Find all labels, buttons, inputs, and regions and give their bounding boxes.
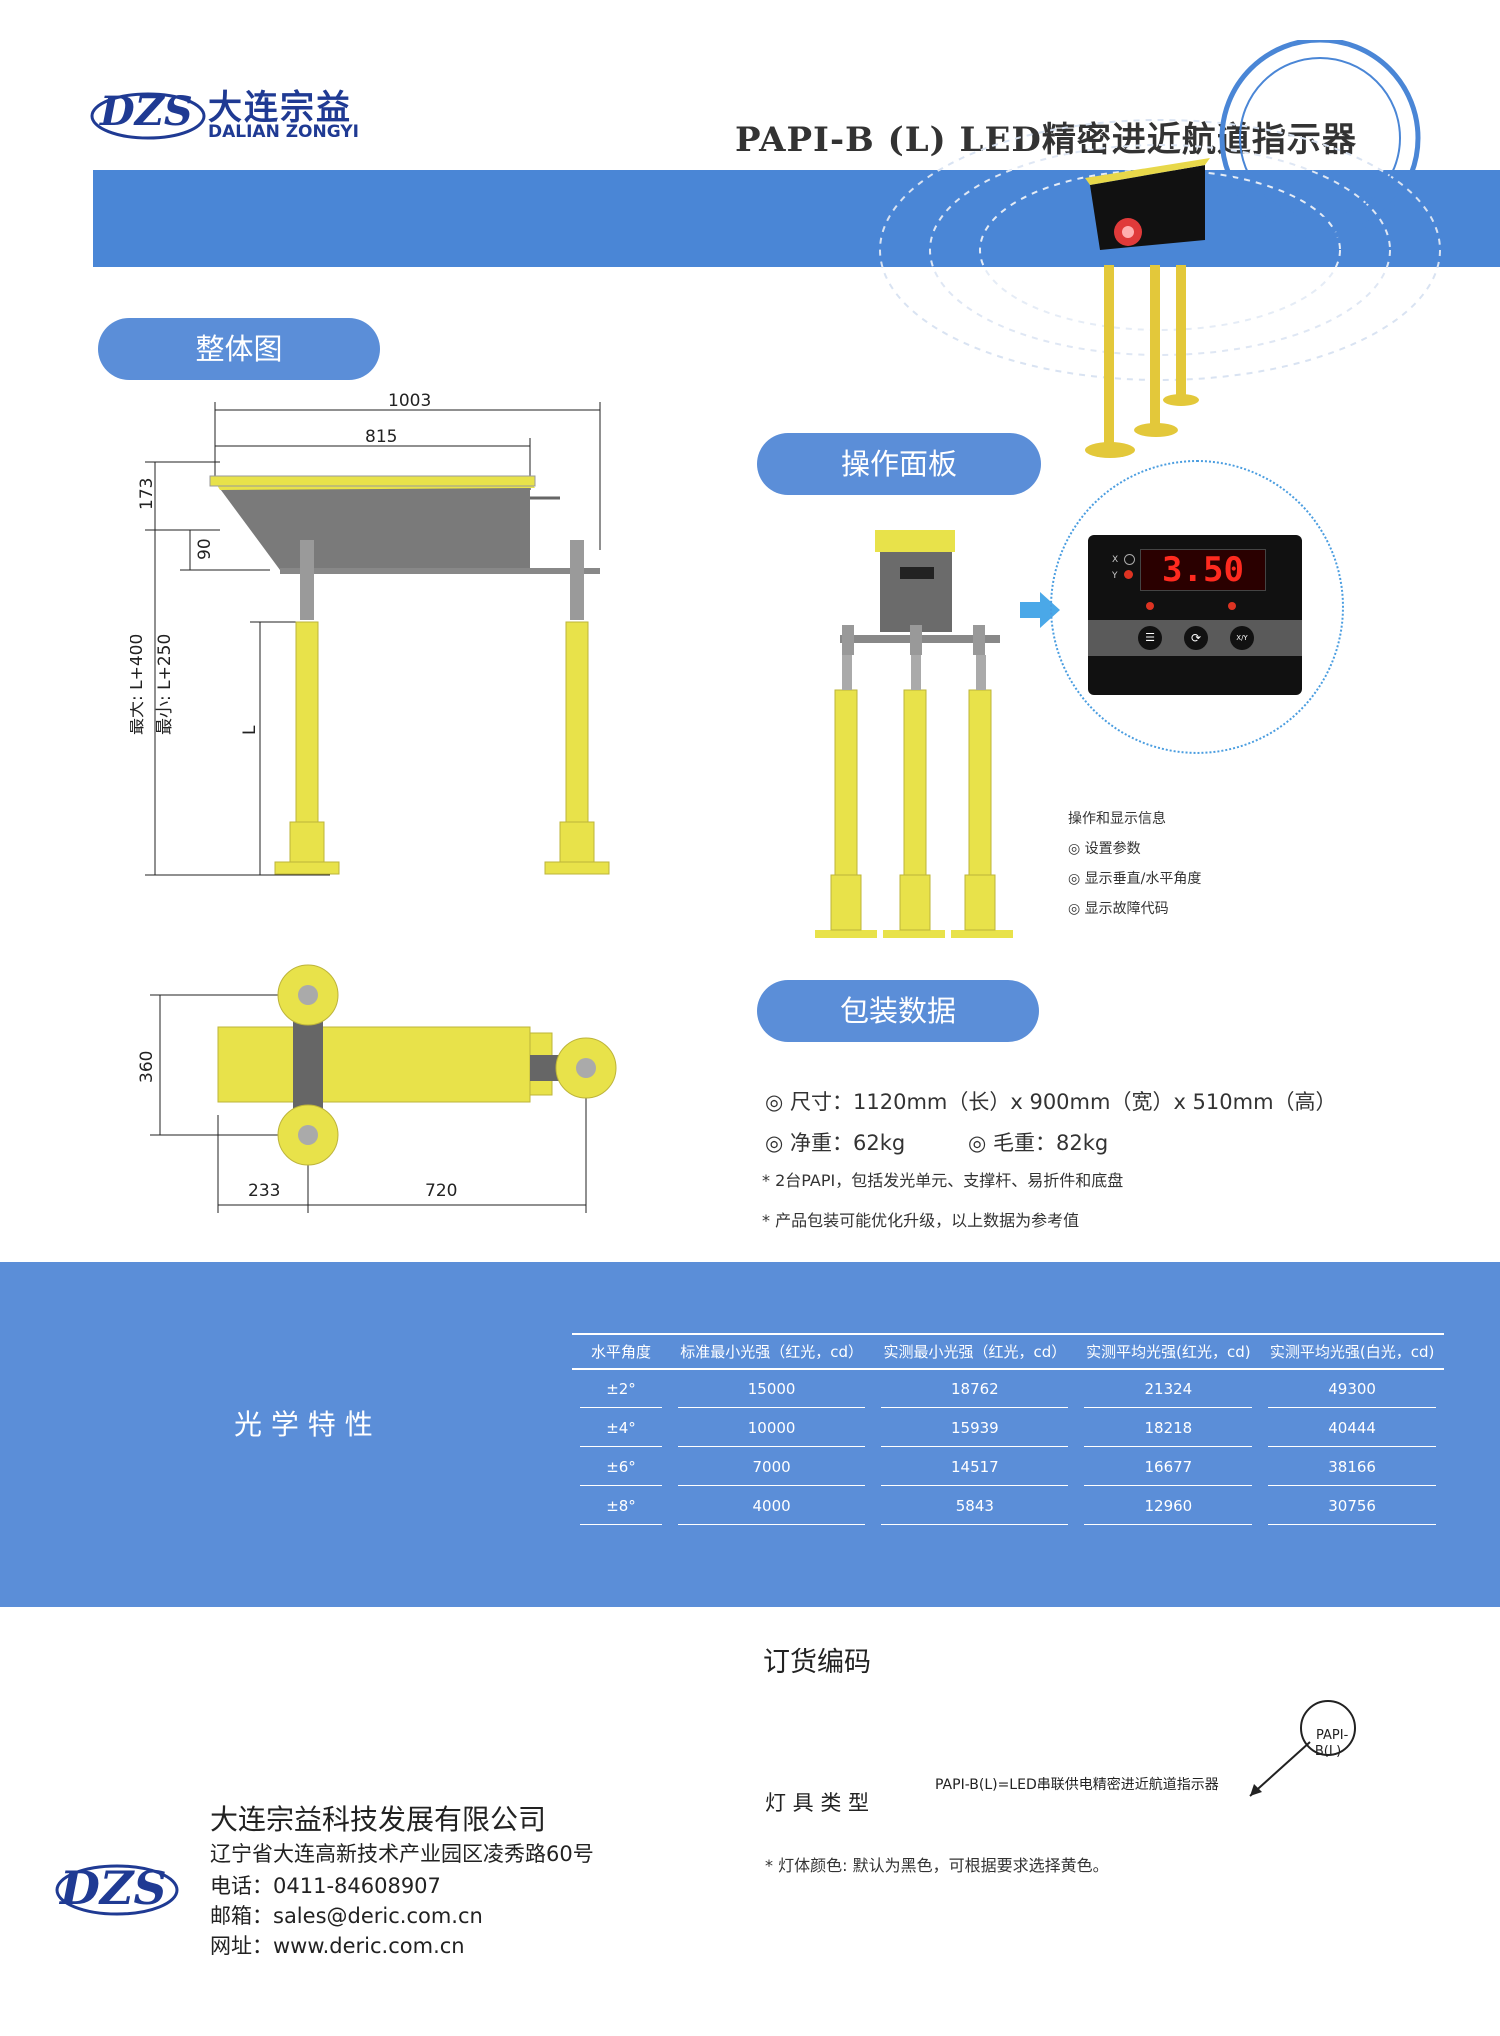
table-cell: 15000 bbox=[678, 1371, 866, 1408]
pack-net-weight: ◎ 净重：62kg bbox=[765, 1131, 906, 1155]
order-code-desc: PAPI-B(L)=LED串联供电精密进近航道指示器 bbox=[935, 1777, 1219, 1793]
refresh-key[interactable]: ⟳ bbox=[1184, 626, 1208, 650]
logo-cn: 大连宗益 bbox=[208, 88, 352, 128]
optical-label: 光 学 特 性 bbox=[234, 1408, 373, 1441]
company-email: 邮箱：sales@deric.com.cn bbox=[210, 1904, 483, 1928]
col-header: 实测平均光强(白光，cd) bbox=[1260, 1333, 1444, 1370]
section-overall: 整体图 bbox=[98, 318, 380, 380]
company-address: 辽宁省大连高新技术产业园区凌秀路60号 bbox=[210, 1842, 594, 1866]
digital-display: 3.50 bbox=[1140, 549, 1266, 591]
table-cell: 5843 bbox=[881, 1488, 1069, 1525]
table-cell: 21324 bbox=[1084, 1371, 1253, 1408]
table-cell: 15939 bbox=[881, 1410, 1069, 1447]
table-row: ±6° 7000 14517 16677 38166 bbox=[572, 1448, 1444, 1487]
company-web: 网址：www.deric.com.cn bbox=[210, 1934, 465, 1958]
panel-product-photo bbox=[815, 530, 1013, 938]
col-header: 标准最小光强（红光，cd） bbox=[670, 1333, 874, 1370]
company-phone: 电话：0411-84608907 bbox=[210, 1874, 441, 1898]
decorative-rings bbox=[879, 40, 1441, 458]
table-header-row: 水平角度 标准最小光强（红光，cd） 实测最小光强（红光，cd） 实测平均光强(… bbox=[572, 1333, 1444, 1370]
dim-1003: 1003 bbox=[388, 391, 431, 411]
dim-90: 90 bbox=[195, 538, 215, 560]
dim-233: 233 bbox=[248, 1181, 280, 1201]
panel-info-title: 操作和显示信息 bbox=[1068, 811, 1166, 827]
label-x: X bbox=[1112, 555, 1119, 565]
pack-note-1: * 2台PAPI，包括发光单元、支撑杆、易折件和底盘 bbox=[762, 1171, 1124, 1190]
dim-173: 173 bbox=[137, 478, 157, 510]
table-row: ±4° 10000 15939 18218 40444 bbox=[572, 1409, 1444, 1448]
col-header: 实测最小光强（红光，cd） bbox=[873, 1333, 1077, 1370]
header-logo: DZS 大连宗益 DALIAN ZONGYI bbox=[90, 80, 390, 150]
label-y: Y bbox=[1112, 571, 1118, 581]
table-cell: 40444 bbox=[1268, 1410, 1436, 1447]
panel-info-item: ◎ 显示故障代码 bbox=[1068, 901, 1169, 917]
table-cell: 12960 bbox=[1084, 1488, 1253, 1525]
table-cell: 30756 bbox=[1268, 1488, 1436, 1525]
control-panel: X Y 3.50 ☰ ⟳ X/Y bbox=[1088, 535, 1302, 695]
footer-logo: DZS bbox=[52, 1855, 182, 1925]
table-cell: ±4° bbox=[580, 1410, 662, 1447]
table-row: ±8° 4000 5843 12960 30756 bbox=[572, 1487, 1444, 1526]
table-cell: 14517 bbox=[881, 1449, 1069, 1486]
logo-mark: DZS bbox=[100, 88, 193, 135]
table-cell: ±2° bbox=[580, 1371, 662, 1408]
company-name: 大连宗益科技发展有限公司 bbox=[210, 1803, 547, 1836]
led-2-icon bbox=[1228, 602, 1236, 610]
logo-swoosh-icon bbox=[55, 1864, 179, 1916]
order-code-circle: PAPI- B(L) bbox=[1300, 1700, 1356, 1759]
table-cell: ±6° bbox=[580, 1449, 662, 1486]
section-panel: 操作面板 bbox=[757, 433, 1041, 495]
col-header: 实测平均光强(红光，cd) bbox=[1076, 1333, 1261, 1370]
indicator-y-icon bbox=[1124, 570, 1133, 579]
table-cell: 16677 bbox=[1084, 1449, 1253, 1486]
pack-size: ◎ 尺寸：1120mm（长）x 900mm（宽）x 510mm（高） bbox=[765, 1090, 1337, 1114]
dim-360: 360 bbox=[137, 1051, 157, 1083]
table-cell: 49300 bbox=[1268, 1371, 1436, 1408]
table-cell: 7000 bbox=[678, 1449, 866, 1486]
dim-815: 815 bbox=[365, 427, 397, 447]
table-row: ±2° 15000 18762 21324 49300 bbox=[572, 1369, 1444, 1409]
lamp-type-label: 灯 具 类 型 bbox=[765, 1791, 870, 1815]
dim-720: 720 bbox=[425, 1181, 457, 1201]
table-cell: 18218 bbox=[1084, 1410, 1253, 1447]
table-cell: 18762 bbox=[881, 1371, 1069, 1408]
xy-key[interactable]: X/Y bbox=[1230, 626, 1254, 650]
order-code: PAPI- B(L) bbox=[1314, 1728, 1349, 1759]
logo-en: DALIAN ZONGYI bbox=[208, 122, 359, 142]
dim-min: 最小: L+250 bbox=[155, 634, 175, 735]
led-1-icon bbox=[1146, 602, 1154, 610]
page-title: PAPI-B (L) LED精密进近航道指示器 bbox=[735, 120, 1357, 160]
panel-info-item: ◎ 设置参数 bbox=[1068, 841, 1141, 857]
table-cell: ±8° bbox=[580, 1488, 662, 1525]
optical-table: 水平角度 标准最小光强（红光，cd） 实测最小光强（红光，cd） 实测平均光强(… bbox=[572, 1333, 1444, 1526]
footer-logo-mark: DZS bbox=[60, 1861, 167, 1915]
table-cell: 38166 bbox=[1268, 1449, 1436, 1486]
optical-section bbox=[0, 1262, 1500, 1607]
panel-zoom-circle bbox=[1050, 460, 1344, 754]
col-header: 水平角度 bbox=[572, 1333, 670, 1370]
order-title: 订货编码 bbox=[763, 1647, 871, 1678]
indicator-x-icon bbox=[1124, 554, 1135, 565]
front-view-drawing: 1003 815 173 90 最大: L+400 最小: L+250 L bbox=[130, 391, 610, 876]
top-view-drawing: 360 233 720 bbox=[137, 964, 617, 1213]
table-cell: 10000 bbox=[678, 1410, 866, 1447]
logo-swoosh-icon bbox=[90, 92, 206, 140]
order-leader-line bbox=[1249, 1741, 1311, 1797]
table-cell: 4000 bbox=[678, 1488, 866, 1525]
panel-info-item: ◎ 显示垂直/水平角度 bbox=[1068, 871, 1202, 887]
section-packing: 包装数据 bbox=[757, 980, 1039, 1042]
dim-L: L bbox=[240, 725, 260, 735]
menu-key[interactable]: ☰ bbox=[1138, 626, 1162, 650]
pack-note-2: * 产品包装可能优化升级，以上数据为参考值 bbox=[762, 1211, 1080, 1230]
dim-max: 最大: L+400 bbox=[130, 634, 147, 735]
color-note: * 灯体颜色: 默认为黑色，可根据要求选择黄色。 bbox=[765, 1856, 1109, 1875]
pack-gross-weight: ◎ 毛重：82kg bbox=[968, 1131, 1109, 1155]
